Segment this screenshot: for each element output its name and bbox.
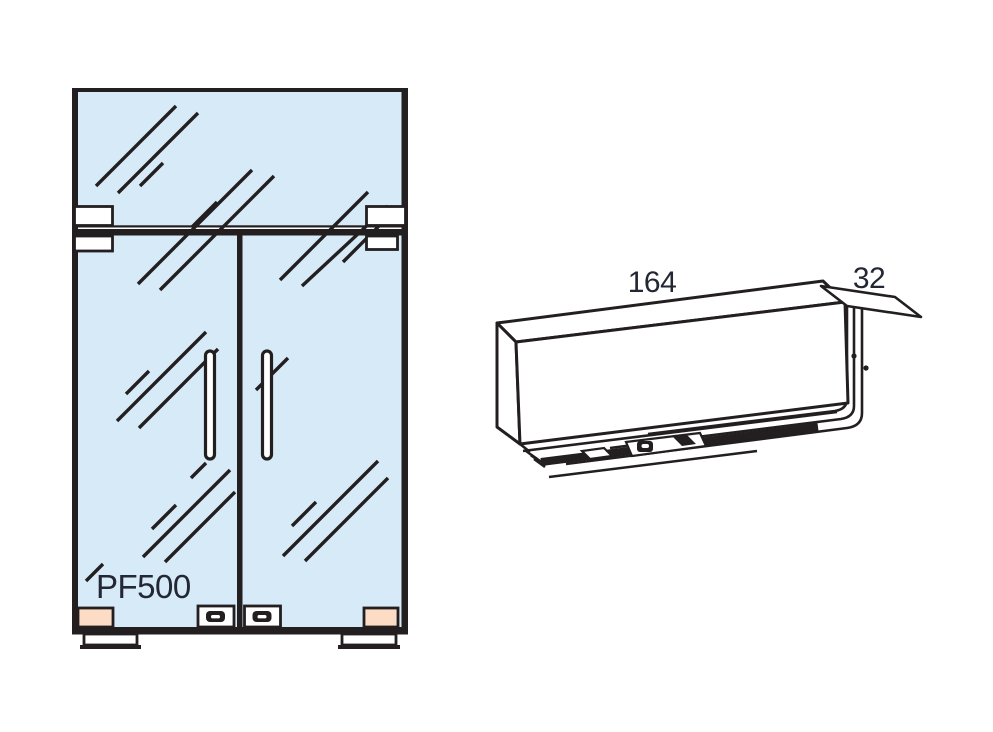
frame-left (72, 88, 78, 634)
screw-hole-lower (863, 365, 869, 371)
model-label: PF500 (96, 568, 191, 605)
floor-plate-left (82, 632, 139, 647)
glass-mount-flange (819, 284, 923, 319)
frame-top (72, 88, 408, 92)
floor-plate-right-base (338, 645, 400, 649)
frame-and-rails (72, 88, 408, 649)
adjustment-cam (672, 434, 696, 446)
pivot-slot-right (257, 615, 267, 619)
bottom-corner-patch-left (76, 606, 115, 629)
width-dimension-label: 164 (628, 266, 677, 299)
depth-dimension-label: 32 (853, 262, 885, 295)
bottom-mechanism (530, 423, 819, 466)
floor-plate-left-base (80, 645, 141, 649)
center-door-gap (237, 235, 243, 628)
bottom-center-patch-locks (196, 604, 282, 629)
right-door-handle (260, 349, 274, 461)
mechanism-cutout (579, 446, 615, 461)
transom-glass-panel (76, 92, 404, 226)
overpanel-patch-left-upper (73, 205, 114, 227)
screw-hole-upper (851, 353, 857, 359)
transom-patch-fittings (73, 205, 407, 253)
frame-right (401, 88, 408, 634)
left-door-handle (203, 349, 217, 461)
pivot-spindle-slot (641, 444, 649, 448)
floor-plate-right (340, 632, 398, 647)
bottom-corner-patch-right (362, 606, 400, 629)
glass-door-assembly-drawing: PF500 (72, 88, 408, 649)
pivot-slot-left (211, 615, 220, 619)
transom-rail-upper-line (72, 225, 408, 228)
fitting-front-face (514, 300, 850, 446)
mechanism-band-end (530, 453, 542, 464)
transom-rail (72, 229, 408, 236)
patch-fitting-3d-drawing: 164 32 (495, 262, 923, 479)
overpanel-patch-right-upper (365, 205, 407, 227)
overpanel-patch-left-lower (73, 234, 114, 253)
bottom-rail (72, 627, 408, 635)
overpanel-patch-right-lower (365, 234, 399, 251)
